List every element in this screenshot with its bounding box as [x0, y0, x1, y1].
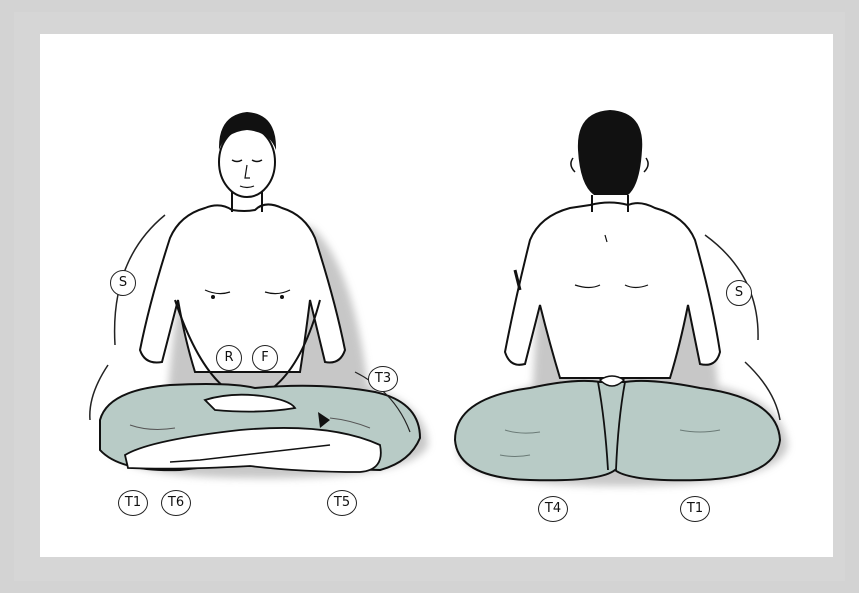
label-t1-back: T1	[680, 496, 710, 522]
label-s-back: S	[726, 280, 752, 306]
label-s-front: S	[110, 270, 136, 296]
front-figure	[90, 112, 428, 478]
label-f: F	[252, 345, 278, 371]
label-t3: T3	[368, 366, 398, 392]
label-t6: T6	[161, 490, 191, 516]
label-t1-front: T1	[118, 490, 148, 516]
label-t5: T5	[327, 490, 357, 516]
label-r: R	[216, 345, 242, 371]
label-t4: T4	[538, 496, 568, 522]
